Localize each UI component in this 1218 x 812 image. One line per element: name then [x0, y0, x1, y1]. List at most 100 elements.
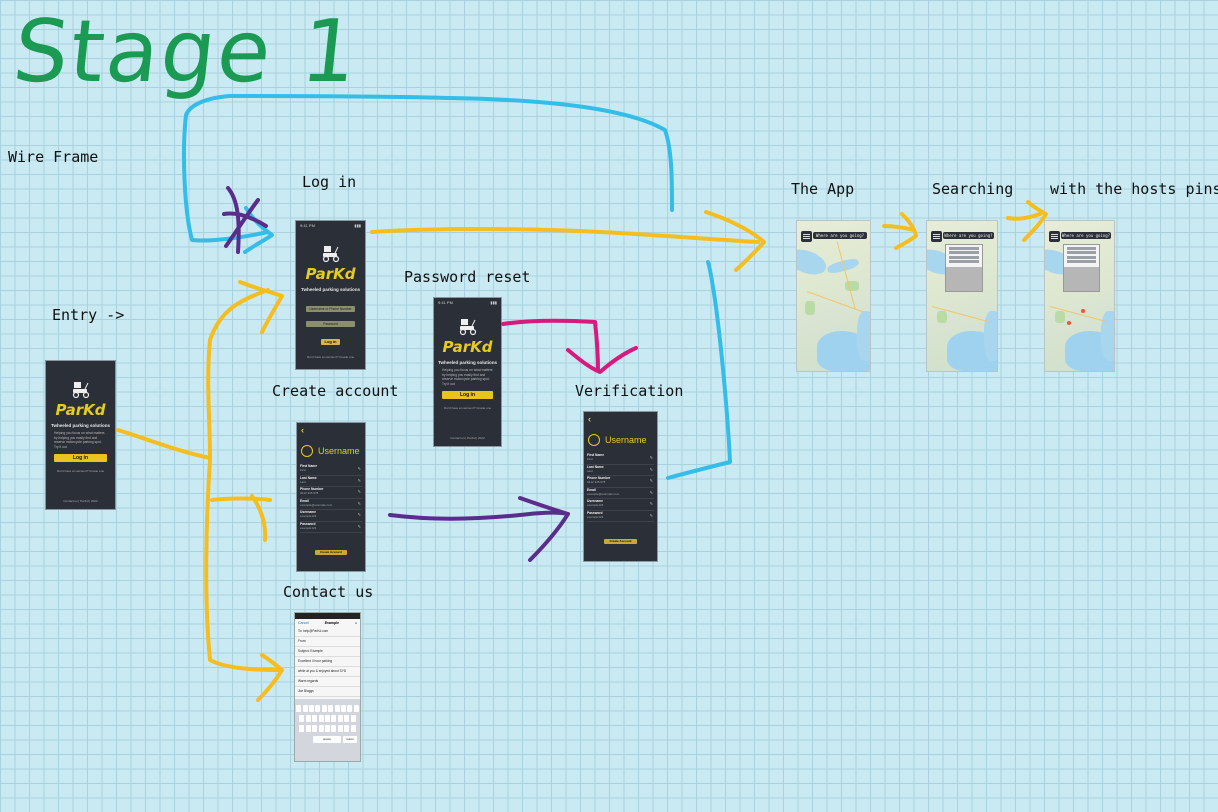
edit-icon[interactable]: ✎ [649, 501, 653, 506]
host-pin-icon[interactable] [1081, 309, 1085, 313]
keyboard-key[interactable] [337, 725, 343, 732]
entry-login-button[interactable]: Log in [54, 454, 107, 462]
keyboard-key[interactable] [347, 705, 353, 712]
return-key[interactable]: return [343, 736, 357, 743]
edit-icon[interactable]: ✎ [649, 466, 653, 472]
keyboard-key[interactable] [344, 715, 350, 722]
edit-icon[interactable]: ✎ [357, 500, 361, 506]
send-icon[interactable]: ● [354, 621, 357, 625]
menu-icon[interactable] [1049, 231, 1060, 242]
contact-footer[interactable]: Contact us | ParKd | 2022 [63, 499, 98, 503]
login-button[interactable]: Log in [321, 339, 340, 345]
result-line[interactable] [949, 251, 979, 254]
edit-icon[interactable]: ✎ [649, 512, 653, 518]
keyboard-key[interactable] [315, 705, 321, 712]
keyboard-key[interactable] [324, 725, 331, 732]
keyboard-key[interactable] [302, 705, 308, 712]
search-input[interactable]: Where are you going? [1061, 232, 1111, 239]
menu-icon[interactable] [931, 231, 942, 242]
contact-footer[interactable]: Contact us | ParKd | 2022 [450, 436, 485, 440]
result-line[interactable] [949, 246, 979, 250]
keyboard-key[interactable] [296, 705, 302, 712]
keyboard-key[interactable] [312, 725, 318, 732]
keyboard-key[interactable] [305, 715, 311, 722]
username-field[interactable]: Username or Phone Number [306, 306, 355, 312]
create-account-button[interactable]: Create Account [315, 550, 347, 555]
back-icon[interactable]: ‹ [588, 414, 591, 424]
to-row[interactable]: To: help@ParKd.com [295, 627, 360, 637]
create-account-link[interactable]: Don't have an account? Create one [56, 469, 105, 473]
app-map-screen[interactable]: Where are you going? [796, 220, 871, 372]
keyboard-key[interactable] [321, 705, 327, 712]
create-account-link[interactable]: Don't have an account? Create one [306, 355, 355, 359]
body-line[interactable]: Excellent 4 hour parking [295, 657, 360, 667]
edit-icon[interactable]: ✎ [649, 455, 653, 460]
from-row[interactable]: From: [295, 637, 360, 647]
keyboard-key[interactable] [344, 725, 350, 732]
password-reset-screen[interactable]: 9:41 PM▮▮▮ ParKd Twheeled parking soluti… [433, 297, 502, 447]
edit-icon[interactable]: ✎ [649, 489, 653, 495]
keyboard-key[interactable] [318, 715, 324, 722]
result-line[interactable] [1067, 255, 1096, 259]
keyboard-key[interactable] [299, 725, 305, 732]
verify-account-button[interactable]: Create Account [604, 539, 637, 544]
result-line[interactable] [949, 255, 979, 259]
body-line[interactable]: Joe Bloggs [295, 687, 360, 697]
result-line[interactable] [949, 260, 979, 263]
back-icon[interactable]: ‹ [301, 425, 304, 435]
keyboard-key[interactable] [299, 715, 305, 722]
edit-icon[interactable]: ✎ [357, 489, 361, 494]
login-screen[interactable]: 9:41 PM▮▮▮ ParKd Twheeled parking soluti… [295, 220, 366, 370]
hosts-pins-map-screen[interactable]: Where are you going? [1044, 220, 1115, 372]
search-input[interactable]: Where are you going? [813, 232, 867, 239]
password-field[interactable]: Password [306, 321, 355, 327]
keyboard-key[interactable] [350, 725, 356, 732]
host-pin-icon[interactable] [1067, 321, 1071, 325]
keyboard-key[interactable] [350, 715, 356, 722]
keyboard-key[interactable] [337, 715, 343, 722]
edit-icon[interactable]: ✎ [357, 477, 361, 483]
body-line[interactable]: while at you & enjoyed about SYD [295, 667, 360, 677]
body-line[interactable]: Warm regards [295, 677, 360, 687]
search-results[interactable] [1063, 244, 1100, 292]
subject-row[interactable]: Subject: Example [295, 647, 360, 657]
searching-map-screen[interactable]: Where are you going? [926, 220, 998, 372]
keyboard-key[interactable] [318, 725, 324, 732]
edit-icon[interactable]: ✎ [649, 478, 653, 483]
keyboard-key[interactable] [308, 705, 315, 712]
result-line[interactable] [1067, 246, 1096, 250]
cancel-button[interactable]: Cancel [298, 621, 309, 625]
keyboard-key[interactable] [305, 725, 311, 732]
result-line[interactable] [1067, 260, 1096, 263]
space-key[interactable]: space [313, 736, 341, 743]
entry-screen[interactable]: ParKd Twheeled parking solutions Helping… [45, 360, 116, 510]
create-account-link[interactable]: Don't have an account? Create one [443, 406, 492, 410]
keyboard-key[interactable] [324, 715, 331, 722]
contact-screen[interactable]: Cancel Example ● To: help@ParKd.com From… [294, 612, 361, 762]
edit-icon[interactable]: ✎ [357, 523, 361, 529]
keyboard-key[interactable] [331, 715, 337, 722]
keyboard-key[interactable] [328, 705, 334, 712]
keyboard-key[interactable] [331, 725, 337, 732]
search-input[interactable]: Where are you going? [943, 232, 994, 239]
keyboard-key[interactable] [334, 705, 340, 712]
edit-icon[interactable]: ✎ [357, 512, 361, 517]
edit-icon[interactable]: ✎ [357, 466, 361, 471]
keyboard-key[interactable] [340, 705, 347, 712]
search-results[interactable] [945, 244, 983, 292]
reset-login-button[interactable]: Log in [442, 391, 493, 399]
menu-icon[interactable] [801, 231, 812, 242]
